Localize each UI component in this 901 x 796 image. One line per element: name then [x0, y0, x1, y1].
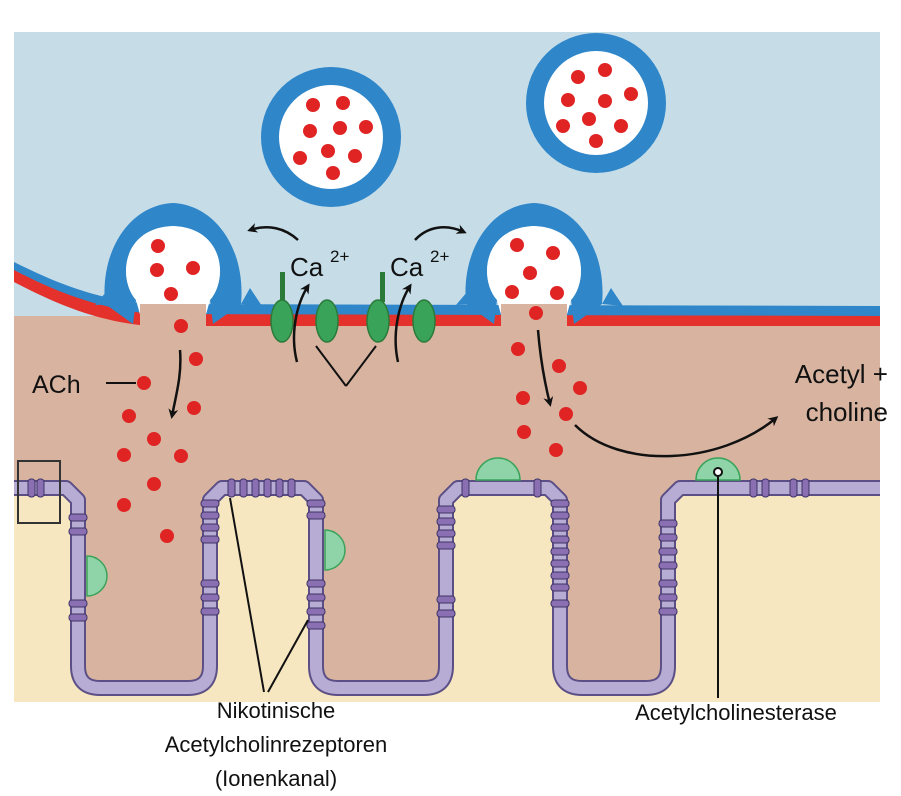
- arrows: [168, 223, 779, 458]
- calcium-label-right: Ca 2+: [390, 247, 449, 282]
- vesicle-right: [526, 33, 666, 173]
- ach-dots-vesicle-right: [556, 63, 638, 148]
- nicotinic-label-line3: (Ionenkanal): [215, 766, 337, 791]
- leader-lines: [106, 345, 719, 698]
- presynaptic-membrane: [14, 270, 880, 326]
- acetylcholinesterase-molecules: [86, 457, 741, 597]
- ach-label: ACh: [32, 371, 81, 399]
- esterase-label: Acetylcholinesterase: [635, 700, 837, 725]
- receptor-highlight-box: [17, 460, 61, 524]
- fusion-pore-left: [140, 304, 206, 330]
- calcium-symbol-right: Ca: [390, 252, 424, 282]
- fusing-vesicle-left: [95, 203, 262, 324]
- nicotinic-label-line1: Nikotinische: [217, 698, 336, 723]
- ach-dots-vesicle-left: [293, 96, 373, 180]
- calcium-label-left: Ca 2+: [290, 247, 349, 282]
- calcium-channels: [270, 272, 436, 343]
- ach-dots-release-left: [117, 239, 203, 543]
- vesicle-left: [261, 67, 401, 207]
- calcium-charge-left: 2+: [330, 247, 349, 266]
- acetyl-choline-label-line1: Acetyl +: [795, 359, 888, 389]
- esterase-marker: [713, 467, 723, 477]
- calcium-symbol-left: Ca: [290, 252, 324, 282]
- calcium-charge-right: 2+: [430, 247, 449, 266]
- acetyl-choline-label-line2: choline: [806, 397, 888, 427]
- terminal-inner-membrane: [14, 262, 880, 318]
- nicotinic-label-line2: Acetylcholinrezeptoren: [165, 732, 388, 757]
- ach-dots-release-right: [505, 238, 587, 457]
- nicotinic-receptors: [27, 478, 810, 630]
